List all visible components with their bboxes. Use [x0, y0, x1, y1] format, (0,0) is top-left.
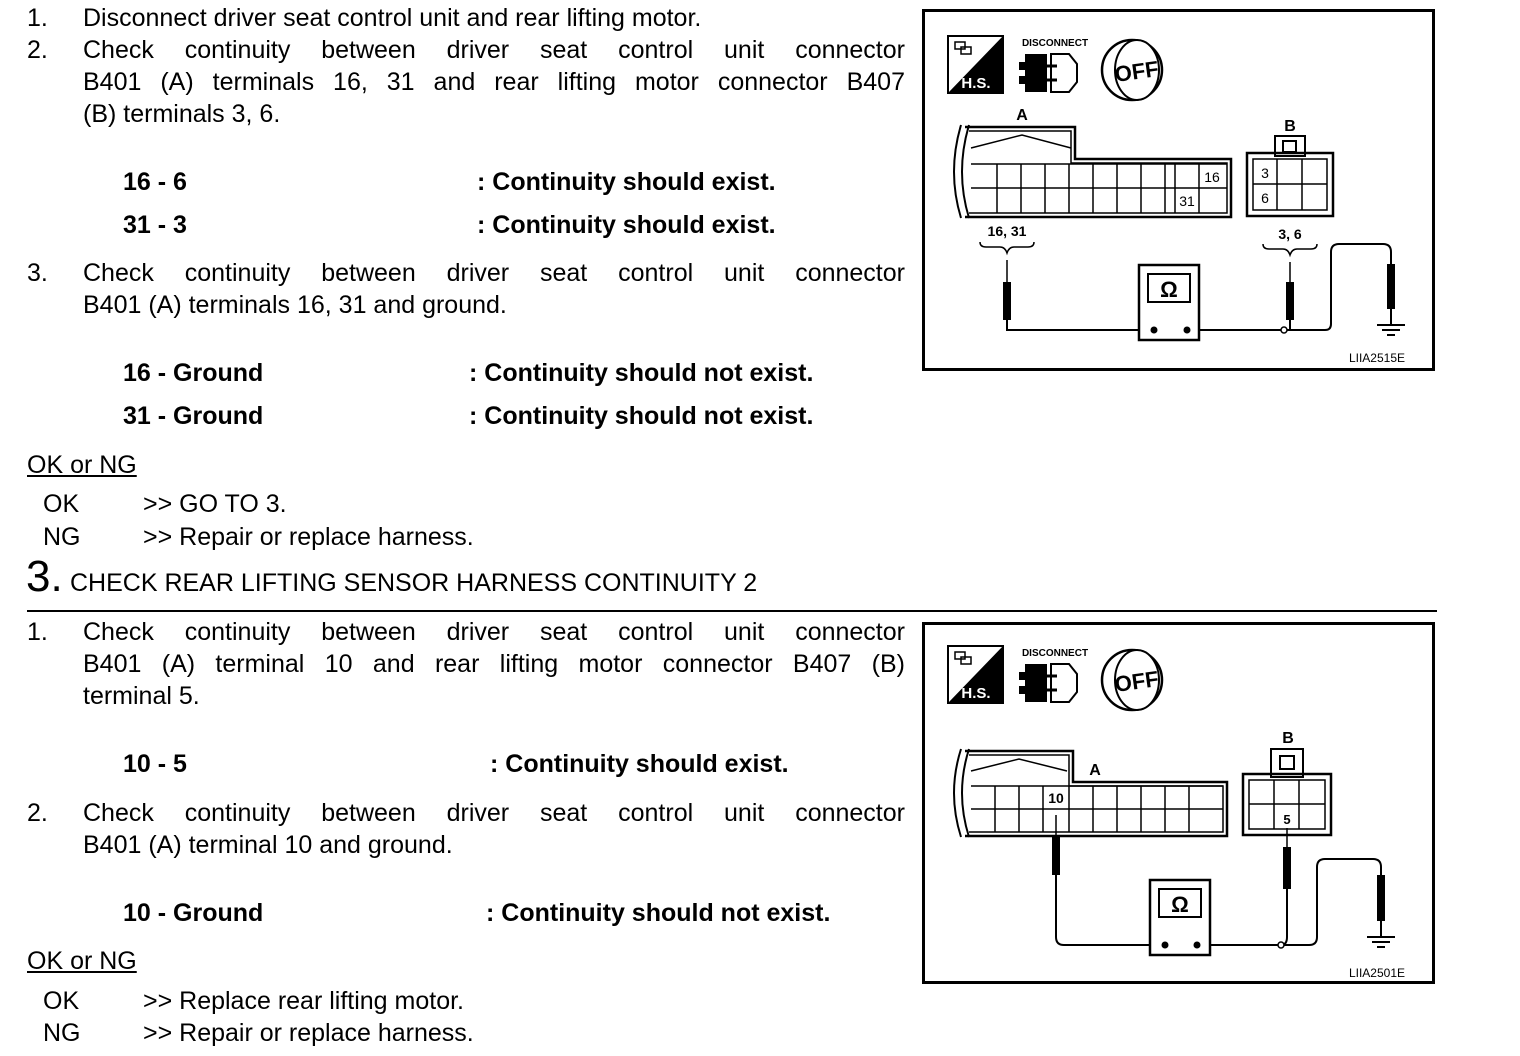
- terminal-label: 16: [1204, 169, 1220, 185]
- instruction-text: B401 (A) terminals 16, 31 and ground.: [83, 291, 507, 319]
- spec-result: : Continuity should exist.: [477, 211, 776, 239]
- probe-lead-b: [1196, 828, 1382, 949]
- figure-code: LIIA2501E: [1349, 966, 1405, 980]
- connector-a: A 16 31: [953, 107, 1233, 219]
- disconnect-icon: DISCONNECT: [1019, 648, 1088, 703]
- instruction-text: Check continuity between driver seat con…: [83, 36, 905, 64]
- disconnect-label: DISCONNECT: [1022, 38, 1088, 49]
- spec-terminal-pair: 16 - Ground: [123, 359, 264, 387]
- instruction-text: terminal 5.: [83, 682, 200, 710]
- probe-lead-a: [1003, 260, 1154, 331]
- figure-continuity-check-1: H.S. DISCONNECT OFF A: [922, 9, 1435, 371]
- result-key: OK: [43, 987, 80, 1015]
- connector-a: A 10: [953, 748, 1229, 838]
- instruction-text: Check continuity between driver seat con…: [83, 618, 905, 646]
- spec-result: : Continuity should exist.: [490, 750, 789, 778]
- ohm-symbol: Ω: [1160, 277, 1178, 302]
- item-number: 2.: [27, 36, 48, 64]
- ignition-off-icon: OFF: [1100, 38, 1164, 102]
- instruction-text: B401 (A) terminal 10 and rear lifting mo…: [83, 650, 905, 678]
- connector-a-label: A: [1089, 762, 1101, 779]
- ohm-symbol: Ω: [1171, 892, 1189, 917]
- instruction-text: B401 (A) terminal 10 and ground.: [83, 831, 453, 859]
- item-number: 1.: [27, 618, 48, 646]
- spec-terminal-pair: 31 - Ground: [123, 402, 264, 430]
- terminal-label: 3: [1261, 165, 1269, 181]
- off-label: OFF: [1113, 56, 1160, 87]
- disconnect-label: DISCONNECT: [1022, 648, 1088, 659]
- step-title: CHECK REAR LIFTING SENSOR HARNESS CONTIN…: [70, 569, 758, 597]
- wiring-diagram: H.S. DISCONNECT OFF A: [947, 35, 1405, 365]
- item-number: 2.: [27, 799, 48, 827]
- instruction-text: B401 (A) terminals 16, 31 and rear lifti…: [83, 68, 905, 96]
- spec-result: : Continuity should not exist.: [469, 402, 814, 430]
- spec-result: : Continuity should not exist.: [486, 899, 831, 927]
- instruction-text: Disconnect driver seat control unit and …: [83, 4, 702, 32]
- ignition-off-icon: OFF: [1100, 648, 1164, 712]
- instruction-text: (B) terminals 3, 6.: [83, 100, 281, 128]
- ground-probe: [1377, 875, 1385, 937]
- spec-terminal-pair: 31 - 3: [123, 211, 187, 239]
- probe-lead-b: [1187, 243, 1392, 334]
- ground-probe: [1387, 264, 1395, 325]
- connector-b-label: B: [1284, 118, 1296, 135]
- off-label: OFF: [1113, 666, 1160, 697]
- ground-icon: [1367, 936, 1395, 948]
- ok-or-ng-heading: OK or NG: [27, 451, 137, 479]
- figure-code: LIIA2515E: [1349, 351, 1405, 365]
- result-key: OK: [43, 490, 80, 518]
- connector-b-label: B: [1282, 730, 1294, 747]
- result-action: >> Repair or replace harness.: [143, 523, 474, 551]
- item-number: 1.: [27, 4, 48, 32]
- result-key: NG: [43, 523, 81, 551]
- step-number: 3.: [26, 552, 63, 601]
- spec-terminal-pair: 10 - Ground: [123, 899, 264, 927]
- probe-lead-a: [1052, 815, 1163, 946]
- result-action: >> Repair or replace harness.: [143, 1019, 474, 1047]
- figure-continuity-check-2: H.S. DISCONNECT OFF A: [922, 622, 1435, 984]
- spec-result: : Continuity should exist.: [477, 168, 776, 196]
- spec-terminal-pair: 16 - 6: [123, 168, 187, 196]
- harness-side-icon: H.S.: [947, 645, 1004, 704]
- section-divider: [27, 610, 1437, 612]
- wiring-diagram: H.S. DISCONNECT OFF A: [947, 645, 1405, 980]
- result-key: NG: [43, 1019, 81, 1047]
- probe-b-label: 3, 6: [1278, 226, 1302, 242]
- hs-label: H.S.: [961, 685, 990, 702]
- spec-result: : Continuity should not exist.: [469, 359, 814, 387]
- result-action: >> Replace rear lifting motor.: [143, 987, 464, 1015]
- terminal-label: 10: [1048, 790, 1064, 806]
- ohmmeter-icon: Ω: [1148, 878, 1212, 957]
- disconnect-icon: DISCONNECT: [1019, 38, 1088, 93]
- item-number: 3.: [27, 259, 48, 287]
- probe-a-label: 16, 31: [988, 223, 1027, 239]
- connector-a-label: A: [1016, 107, 1028, 124]
- ohmmeter-icon: Ω: [1137, 263, 1201, 342]
- terminal-label: 5: [1283, 812, 1290, 827]
- instruction-text: Check continuity between driver seat con…: [83, 799, 905, 827]
- terminal-label: 31: [1179, 193, 1195, 209]
- ground-icon: [1377, 324, 1405, 336]
- instruction-text: Check continuity between driver seat con…: [83, 259, 905, 287]
- harness-side-icon: H.S.: [947, 35, 1004, 94]
- connector-b: B 5: [1241, 730, 1333, 837]
- ok-or-ng-heading: OK or NG: [27, 947, 137, 975]
- spec-terminal-pair: 10 - 5: [123, 750, 187, 778]
- result-action: >> GO TO 3.: [143, 490, 287, 518]
- terminal-label: 6: [1261, 190, 1269, 206]
- connector-b: B 3 6: [1245, 118, 1335, 218]
- hs-label: H.S.: [961, 75, 990, 92]
